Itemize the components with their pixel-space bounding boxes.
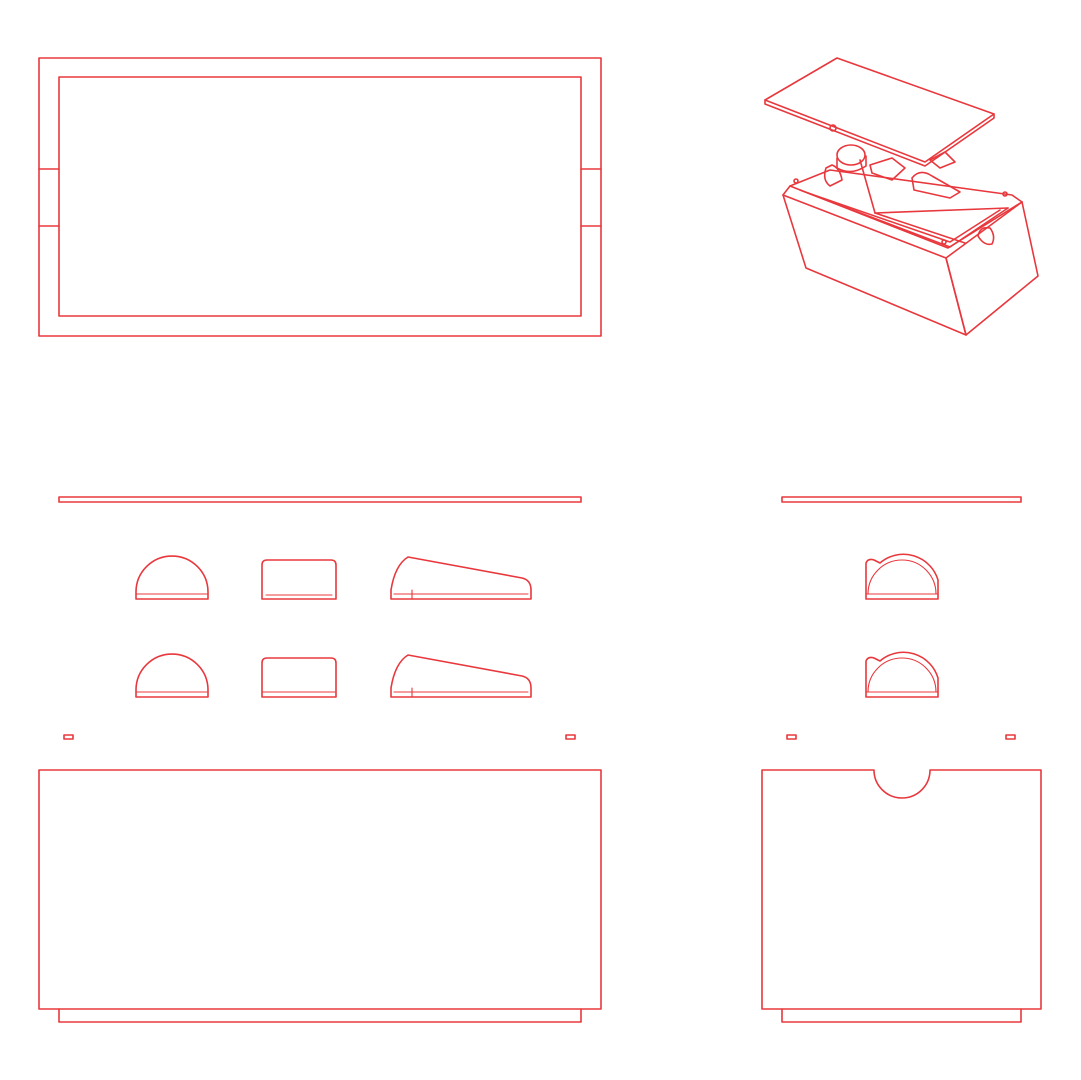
end-panel-outline	[761, 769, 1042, 1010]
peg-2	[565, 734, 576, 740]
iso-lid-edge	[764, 99, 995, 167]
wedge-icon	[390, 654, 532, 698]
box-end-panel	[761, 769, 1042, 1023]
box-front-panel	[38, 769, 602, 1023]
lid-outer-frame	[38, 57, 602, 337]
iso-box-rim-back	[789, 169, 1023, 203]
peg-1	[63, 734, 74, 740]
round-support-end-2	[865, 651, 939, 698]
wedge-icon	[390, 556, 532, 600]
peg-row	[63, 734, 1016, 740]
half-round-end-icon	[865, 651, 939, 698]
lid-top-view	[38, 57, 602, 337]
rounded-block-icon	[261, 559, 337, 600]
half-round-end-arc	[867, 559, 937, 595]
iso-peg-3	[941, 239, 947, 245]
lid-end-strip	[781, 496, 1022, 503]
iso-small-tab	[929, 151, 956, 169]
peg-4	[1005, 734, 1016, 740]
iso-right-clip	[977, 226, 995, 246]
iso-block-piece	[869, 157, 906, 181]
half-round-end-icon	[865, 553, 939, 600]
iso-wedge-piece	[911, 171, 961, 199]
half-round-icon	[135, 555, 209, 600]
front-panel-rect	[38, 769, 602, 1010]
half-round-icon	[135, 653, 209, 698]
iso-peg-1	[793, 178, 799, 184]
rounded-block-icon	[261, 657, 337, 698]
lid-side-strip	[58, 496, 582, 503]
round-support-piece-2	[135, 653, 209, 698]
iso-peg-4	[829, 124, 837, 132]
lid-side-profile	[58, 496, 582, 503]
peg-3	[786, 734, 797, 740]
iso-box-rim	[782, 185, 1023, 249]
lid-end-profile	[781, 496, 1022, 503]
half-round-end-arc	[867, 657, 937, 693]
wedge-support-piece-2	[390, 654, 532, 698]
iso-inner-wall	[799, 189, 1009, 248]
front-panel-base	[58, 1008, 582, 1023]
iso-lid-top	[764, 57, 995, 163]
iso-inner-floor	[874, 207, 1009, 214]
iso-peg-2	[1002, 191, 1008, 197]
wedge-support-piece-1	[390, 556, 532, 600]
rectangular-support-piece-1	[261, 559, 337, 600]
rectangular-support-piece-2	[261, 657, 337, 698]
round-support-piece-1	[135, 555, 209, 600]
iso-left-clip	[823, 164, 843, 187]
round-support-end-1	[865, 553, 939, 600]
iso-box-right	[945, 201, 1039, 336]
lid-inner-frame	[58, 76, 582, 317]
iso-inner-wall-2	[807, 192, 1001, 243]
box-isometric-view	[764, 57, 1039, 336]
iso-round-piece	[836, 144, 866, 166]
end-panel-base	[781, 1008, 1022, 1023]
